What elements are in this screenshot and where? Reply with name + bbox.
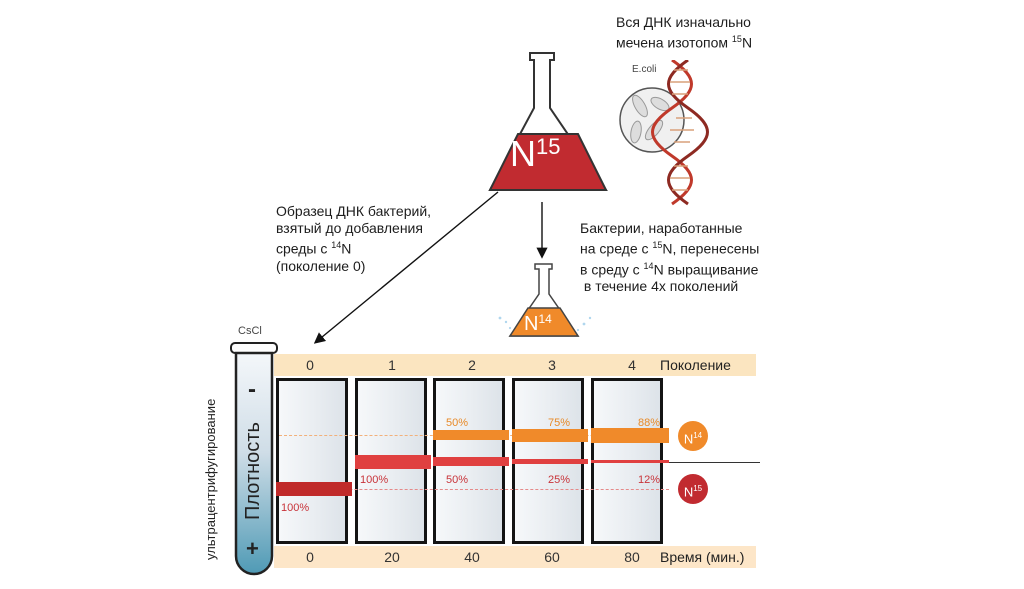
generation-label: Поколение [660, 357, 731, 373]
band-gen3-n14 [512, 429, 588, 442]
ultracentrifugation-label: ультрацентрифугирование [203, 398, 218, 560]
generation-4: 4 [628, 357, 636, 373]
generation-0: 0 [306, 357, 314, 373]
band-gen1-hybrid [355, 455, 431, 469]
transfer-note: Бактерии, наработанные на среде с 15N, п… [580, 220, 760, 295]
band-gen2-hybrid [433, 457, 509, 466]
label-gen4-n14: 88% [638, 417, 661, 429]
label-gen1-hybrid: 100% [360, 474, 389, 486]
label-gen3-n14: 75% [548, 417, 571, 429]
time-3: 60 [544, 549, 560, 565]
hybrid-reference-line [668, 462, 760, 463]
band-gen3-hybrid [512, 459, 588, 464]
generation-3: 3 [548, 357, 556, 373]
generation-1: 1 [388, 357, 396, 373]
generation-bar [274, 354, 756, 376]
time-label: Время (мин.) [660, 549, 745, 565]
n14-flask-label: N14 [524, 312, 552, 335]
time-0: 0 [306, 549, 314, 565]
generation-0-note: Образец ДНК бактерий, взятый до добавлен… [276, 203, 432, 274]
tube-plus: + [246, 536, 259, 561]
label-gen4-hybrid: 12% [638, 474, 661, 486]
n14-flask [498, 263, 592, 337]
n14-legend-circle: N14 [678, 421, 708, 451]
band-gen4-n14 [591, 428, 669, 443]
time-2: 40 [464, 549, 480, 565]
label-gen2-n14: 50% [446, 417, 469, 429]
label-gen3-hybrid: 25% [548, 474, 571, 486]
n15-flask-label: N15 [510, 133, 561, 174]
tube-minus: - [248, 376, 256, 403]
initial-label-note: Вся ДНК изначально мечена изотопом 15N [616, 14, 753, 51]
label-gen0-n15: 100% [281, 502, 310, 514]
dna-helix-illustration [619, 60, 709, 206]
ecoli-label: E.coli [632, 64, 657, 75]
n15-legend-circle: N15 [678, 474, 708, 504]
label-gen2-hybrid: 50% [446, 474, 469, 486]
arrow-to-generation-0 [313, 191, 499, 344]
panel-generation-0 [276, 378, 348, 544]
time-1: 20 [384, 549, 400, 565]
cscl-tube [230, 342, 278, 576]
time-bar [274, 546, 756, 568]
band-gen0-n15 [276, 482, 352, 496]
generation-2: 2 [468, 357, 476, 373]
n15-reference-line [279, 489, 669, 490]
time-4: 80 [624, 549, 640, 565]
density-label: Плотность [242, 422, 264, 520]
n15-flask [488, 52, 608, 191]
cscl-label: CsCl [238, 325, 262, 337]
band-gen4-hybrid [591, 460, 669, 463]
band-gen2-n14 [433, 430, 509, 440]
